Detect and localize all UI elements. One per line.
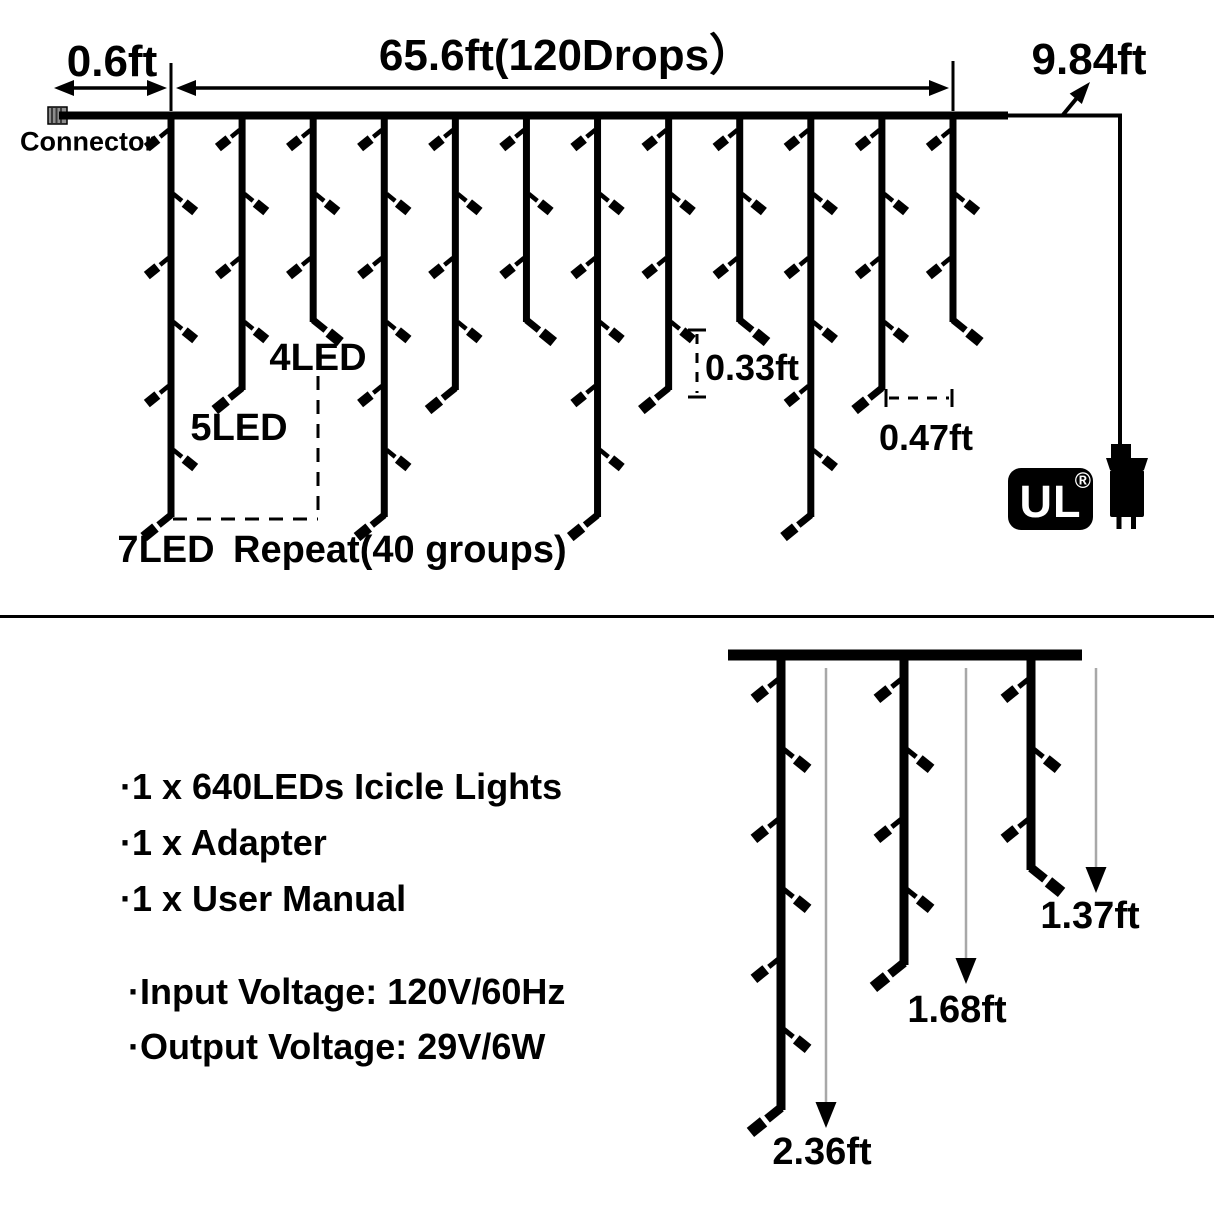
dim-led-spacing-label: 0.33ft bbox=[705, 347, 800, 388]
package-item-adapter: ·1 x Adapter bbox=[120, 822, 327, 863]
drop-length-2-36ft-label: 2.36ft bbox=[772, 1131, 872, 1173]
registered-trademark-icon: ® bbox=[1074, 468, 1091, 493]
connector-label: Connector bbox=[20, 126, 155, 157]
repeat-group-label: Repeat(40 groups) bbox=[233, 529, 567, 571]
input-voltage-spec: ·Input Voltage: 120V/60Hz bbox=[128, 971, 566, 1012]
package-item-lights: ·1 x 640LEDs Icicle Lights bbox=[120, 766, 563, 807]
bottom-diagram-svg bbox=[0, 615, 1214, 1138]
package-item-manual: ·1 x User Manual bbox=[120, 878, 407, 919]
ul-logo-text: UL bbox=[1019, 476, 1082, 527]
top-diagram-svg bbox=[47, 61, 1148, 542]
output-voltage-spec: ·Output Voltage: 29V/6W bbox=[128, 1026, 546, 1067]
dim-main-span-label: 65.6ft(120Drops） bbox=[378, 31, 754, 80]
drop-length-1-68ft-label: 1.68ft bbox=[907, 989, 1007, 1031]
drop-4led-label: 4LED bbox=[269, 337, 367, 379]
drop-length-1-37ft-label: 1.37ft bbox=[1040, 895, 1140, 937]
drop-7led-label: 7LED bbox=[117, 529, 215, 571]
ul-logo: UL ® bbox=[1008, 468, 1093, 530]
dim-drop-spacing-label: 0.47ft bbox=[878, 417, 974, 458]
dim-lead-wire-label: 9.84ft bbox=[1031, 35, 1147, 84]
dim-connector-to-first-label: 0.6ft bbox=[66, 37, 158, 86]
drop-5led-label: 5LED bbox=[190, 407, 288, 449]
